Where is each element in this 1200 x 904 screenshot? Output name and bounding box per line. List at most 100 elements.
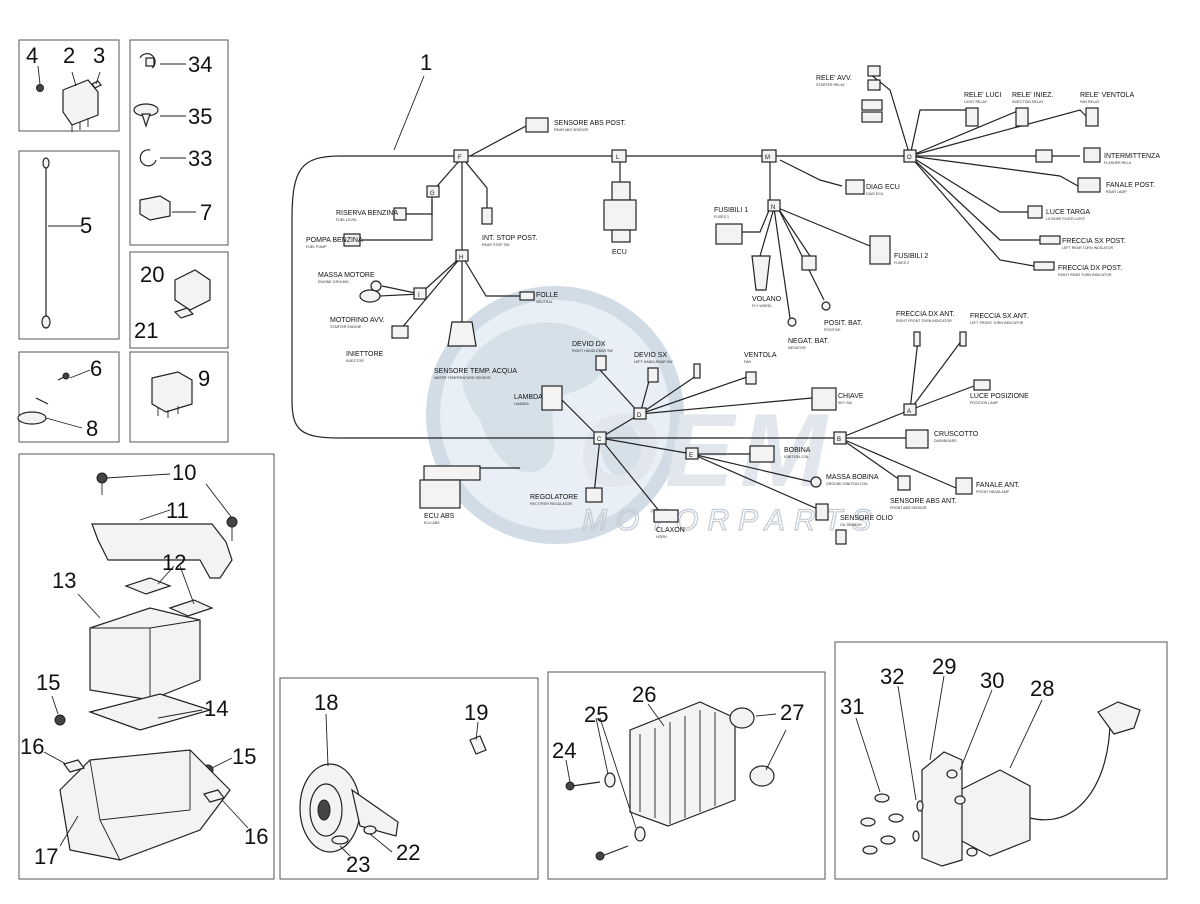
label-cruscotto: CRUSCOTTO bbox=[934, 431, 979, 438]
label-intermittenza: INTERMITTENZA bbox=[1104, 153, 1160, 160]
svg-text:HORN: HORN bbox=[656, 535, 667, 539]
label-int-stop-post: INT. STOP POST. bbox=[482, 235, 537, 242]
callout-6: 6 bbox=[90, 356, 102, 381]
callout-4: 4 bbox=[26, 43, 38, 68]
callout-27: 27 bbox=[780, 700, 804, 725]
label-ventola: VENTOLA bbox=[744, 352, 777, 359]
svg-text:WATER TEMPERATURE SENSOR: WATER TEMPERATURE SENSOR bbox=[434, 376, 491, 380]
svg-text:LIGHT RELAY: LIGHT RELAY bbox=[964, 100, 988, 104]
watermark-continent-2 bbox=[600, 418, 643, 479]
horn-part bbox=[299, 735, 487, 853]
label-massa-bobina: MASSA BOBINA bbox=[826, 474, 879, 481]
label-fanale-ant: FANALE ANT. bbox=[976, 482, 1020, 489]
connector-o: O bbox=[907, 155, 912, 161]
callout-18: 18 bbox=[314, 690, 338, 715]
callout-2: 2 bbox=[63, 43, 75, 68]
label-freccia-dx-post: FRECCIA DX POST. bbox=[1058, 265, 1122, 272]
label-motorino-avv: MOTORINO AVV. bbox=[330, 317, 385, 324]
connector-n: N bbox=[771, 205, 775, 211]
callout-leaders bbox=[37, 63, 1043, 857]
callout-28: 28 bbox=[1030, 676, 1054, 701]
svg-text:DIAG ECU: DIAG ECU bbox=[866, 192, 884, 196]
callout-20: 20 bbox=[140, 262, 164, 287]
callout-9: 9 bbox=[198, 366, 210, 391]
callout-23: 23 bbox=[346, 852, 370, 877]
connector-l: L bbox=[616, 155, 620, 161]
clamp-part bbox=[17, 372, 70, 425]
harness-labels: SENSORE ABS POST. REAR ABS SENSOR RELE' … bbox=[306, 75, 1160, 539]
label-iniettore: INIETTORE bbox=[346, 351, 384, 358]
harness-components bbox=[343, 65, 1101, 545]
panel-borders bbox=[18, 39, 1168, 880]
callout-5: 5 bbox=[80, 213, 92, 238]
svg-text:NEGATIVE: NEGATIVE bbox=[788, 346, 807, 350]
label-regolatore: REGOLATORE bbox=[530, 494, 578, 501]
svg-text:RIGHT REAR TURN INDICATOR: RIGHT REAR TURN INDICATOR bbox=[1058, 273, 1112, 277]
callout-16a: 16 bbox=[20, 734, 44, 759]
label-posit-bat: POSIT. BAT. bbox=[824, 320, 862, 327]
label-diag-ecu: DIAG ECU bbox=[866, 184, 900, 191]
svg-text:FUEL PUMP: FUEL PUMP bbox=[306, 245, 327, 249]
svg-text:ENGINE GROUND: ENGINE GROUND bbox=[318, 280, 349, 284]
svg-text:REAR LAMP: REAR LAMP bbox=[1106, 190, 1127, 194]
label-riserva-benzina: RISERVA BENZINA bbox=[336, 210, 398, 217]
watermark-continent bbox=[462, 322, 607, 472]
svg-text:FAN: FAN bbox=[744, 360, 751, 364]
label-freccia-sx-ant: FRECCIA SX ANT. bbox=[970, 313, 1028, 320]
callout-32: 32 bbox=[880, 664, 904, 689]
callout-33: 33 bbox=[188, 146, 212, 171]
svg-text:ECU ABS: ECU ABS bbox=[424, 521, 440, 525]
callout-15a: 15 bbox=[36, 670, 60, 695]
svg-text:FLASHER RELA: FLASHER RELA bbox=[1104, 161, 1132, 165]
svg-text:IGNITION COIL: IGNITION COIL bbox=[784, 455, 809, 459]
svg-text:FUSES 2: FUSES 2 bbox=[894, 261, 909, 265]
label-volano: VOLANO bbox=[752, 296, 782, 303]
callout-3: 3 bbox=[93, 43, 105, 68]
callout-35: 35 bbox=[188, 104, 212, 129]
callout-21: 21 bbox=[134, 318, 158, 343]
label-devio-sx: DEVIO SX bbox=[634, 352, 667, 359]
battery-cable bbox=[41, 157, 51, 329]
connector-b: B bbox=[837, 437, 841, 443]
label-rele-iniez: RELE' INIEZ. bbox=[1012, 92, 1053, 99]
callout-1: 1 bbox=[420, 50, 432, 75]
svg-text:FUEL LEVEL: FUEL LEVEL bbox=[336, 218, 357, 222]
callout-24: 24 bbox=[552, 738, 576, 763]
svg-text:FLY WHEEL: FLY WHEEL bbox=[752, 304, 772, 308]
svg-text:LAMBDA: LAMBDA bbox=[514, 402, 529, 406]
svg-text:INJECTION RELAY: INJECTION RELAY bbox=[1012, 100, 1044, 104]
label-claxon: CLAXON bbox=[656, 527, 685, 534]
svg-text:GROUND IGNITION COIL: GROUND IGNITION COIL bbox=[826, 482, 868, 486]
watermark-brand: OEM bbox=[578, 393, 833, 509]
callout-13: 13 bbox=[52, 568, 76, 593]
svg-text:FRONT ABS SENSOR: FRONT ABS SENSOR bbox=[890, 506, 927, 510]
label-rele-avv: RELE' AVV. bbox=[816, 75, 852, 82]
svg-text:FRONT HEADLAMP: FRONT HEADLAMP bbox=[976, 490, 1010, 494]
svg-text:STARTER ENGINE: STARTER ENGINE bbox=[330, 325, 362, 329]
callout-14: 14 bbox=[204, 696, 228, 721]
svg-text:STARTER RELAY: STARTER RELAY bbox=[816, 83, 846, 87]
coil-part bbox=[860, 701, 1141, 867]
callout-30: 30 bbox=[980, 668, 1004, 693]
svg-text:KEY SW: KEY SW bbox=[838, 401, 853, 405]
label-fusibili-1: FUSIBILI 1 bbox=[714, 207, 748, 214]
callout-31: 31 bbox=[840, 694, 864, 719]
callout-19: 19 bbox=[464, 700, 488, 725]
callout-17: 17 bbox=[34, 844, 58, 869]
label-fanale-post: FANALE POST. bbox=[1106, 182, 1155, 189]
connector-i: I bbox=[418, 293, 420, 299]
connector-m: M bbox=[765, 155, 770, 161]
label-ecu: ECU bbox=[612, 249, 627, 256]
callout-8: 8 bbox=[86, 416, 98, 441]
svg-text:LICENSE PLATE LIGHT: LICENSE PLATE LIGHT bbox=[1046, 217, 1086, 221]
fuse-relay bbox=[173, 269, 211, 319]
callout-15b: 15 bbox=[232, 744, 256, 769]
connector-d: D bbox=[637, 413, 642, 419]
label-negat-bat: NEGAT. BAT. bbox=[788, 338, 829, 345]
connector-h: H bbox=[459, 255, 463, 261]
label-luce-posizione: LUCE POSIZIONE bbox=[970, 393, 1029, 400]
svg-text:INJECTOR: INJECTOR bbox=[346, 359, 364, 363]
label-freccia-dx-ant: FRECCIA DX ANT. bbox=[896, 311, 955, 318]
svg-text:POSITION LAMP: POSITION LAMP bbox=[970, 401, 999, 405]
